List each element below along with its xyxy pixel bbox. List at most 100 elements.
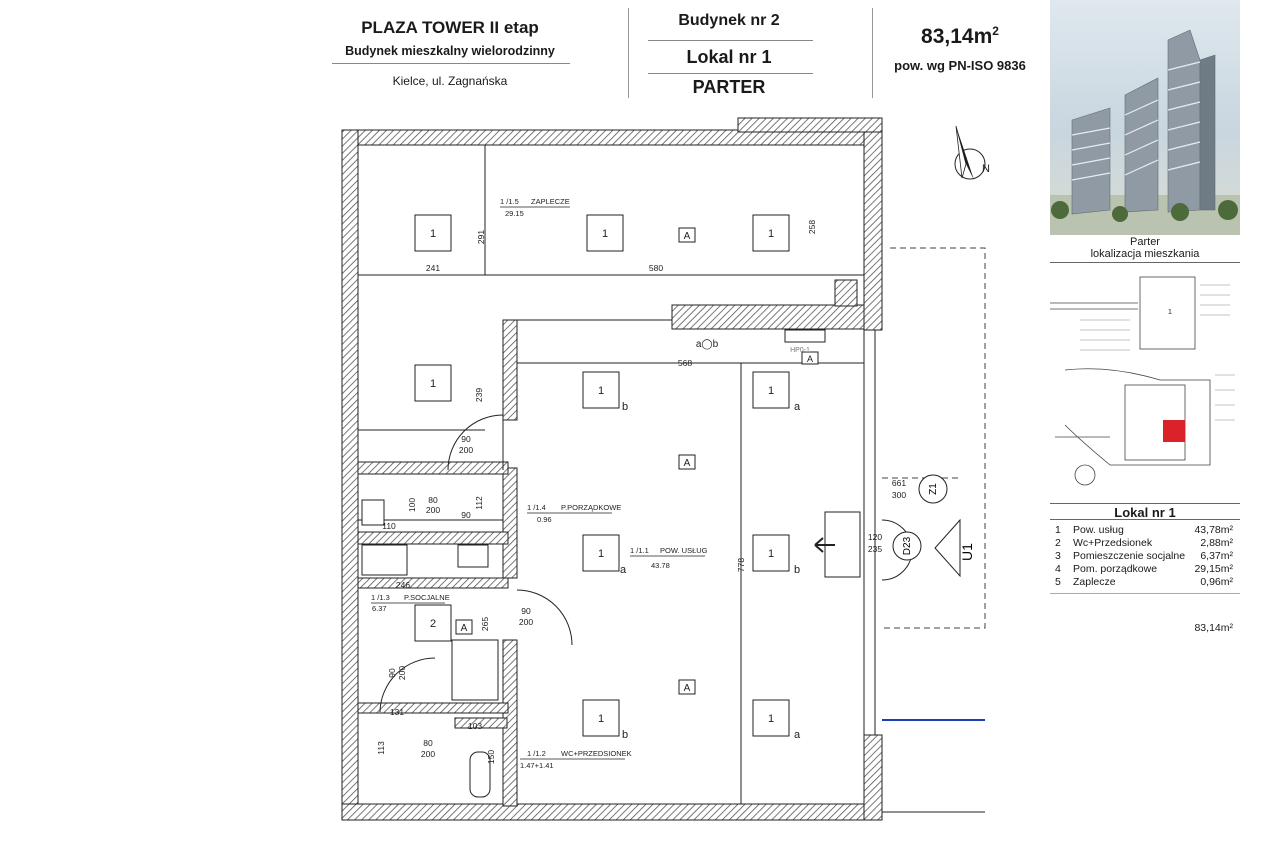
room-number: 1 <box>768 548 774 560</box>
room-number: 2 <box>430 618 436 630</box>
location-title: Parter <box>1130 236 1160 248</box>
mark-b: b <box>794 564 800 576</box>
door-marker <box>892 531 922 561</box>
site-building-number: 1 <box>1168 309 1172 316</box>
dim-label: 80 <box>423 738 433 748</box>
dim-label: 235 <box>868 544 882 554</box>
mark-a: a <box>620 564 627 576</box>
dim-label: 265 <box>480 617 490 631</box>
mark-a: a <box>794 729 801 741</box>
mark-b: b <box>622 401 628 413</box>
dim-label: 580 <box>649 263 663 273</box>
dim-label: 241 <box>426 263 440 273</box>
mark-A: A <box>684 683 691 694</box>
dim-label: 661 <box>892 478 906 488</box>
entry-triangle <box>934 518 961 578</box>
room-name: POW. USŁUG <box>660 546 708 555</box>
unit-highlight <box>1163 420 1185 442</box>
dim-label: 150 <box>486 750 496 764</box>
room-number: 1 <box>598 385 604 397</box>
dim-label: 131 <box>390 707 404 717</box>
outer-walls <box>341 117 883 821</box>
dim-label: 258 <box>807 220 817 234</box>
area-standard: pow. wg PN-ISO 9836 <box>894 58 1026 73</box>
mark-hp: HP0-1 <box>790 347 810 354</box>
dim-label: 90 <box>461 510 471 520</box>
dim-label: 80 <box>428 495 438 505</box>
room-area: 43.78 <box>651 561 670 570</box>
legend-item: 4 Pom. porządkowe 29,15m² <box>1055 563 1233 575</box>
mark-a: a <box>794 401 801 413</box>
legend-item: 5 Zaplecze 0,96m² <box>1055 576 1233 588</box>
mark-b: b <box>622 729 628 741</box>
mark-u1: U1 <box>959 543 975 561</box>
dim-label: 120 <box>868 532 882 542</box>
room-area: 29.15 <box>505 209 524 218</box>
room-name: ZAPLECZE <box>531 197 570 206</box>
location-subtitle: lokalizacja mieszkania <box>1090 248 1200 260</box>
mark-d23: D23 <box>902 536 913 555</box>
room-number: 1 <box>430 378 436 390</box>
building-render-image <box>1050 0 1240 235</box>
room-no: 1 /1.3 <box>371 593 390 602</box>
room-area: 6.37 <box>372 604 387 613</box>
room-number: 1 <box>768 385 774 397</box>
mark-A: A <box>684 231 691 242</box>
room-number: 1 <box>598 548 604 560</box>
project-address: Kielce, ul. Zagnańska <box>392 74 508 88</box>
room-number: 1 <box>598 713 604 725</box>
unit-number: Lokal nr 1 <box>686 47 772 67</box>
compass-north-label: N <box>982 163 990 175</box>
legend-total: 83,14m² <box>1194 622 1233 634</box>
dim-label: 200 <box>459 445 473 455</box>
dim-label: 112 <box>474 496 484 510</box>
divider <box>628 8 629 98</box>
room-no: 1 /1.1 <box>630 546 649 555</box>
mark-z1: Z1 <box>928 483 939 495</box>
legend-title: Lokal nr 1 <box>1114 505 1176 520</box>
divider <box>1050 593 1240 594</box>
divider <box>1050 262 1240 263</box>
unit-area: 83,14m2 <box>921 24 999 48</box>
legend-item: 3 Pomieszczenie socjalne 6,37m² <box>1055 550 1233 562</box>
dim-label: 246 <box>396 580 410 590</box>
divider <box>648 73 813 74</box>
building-number: Budynek nr 2 <box>678 12 780 29</box>
room-no: 1 /1.4 <box>527 503 546 512</box>
dim-label: 200 <box>397 666 407 680</box>
divider <box>872 8 873 98</box>
project-subtitle: Budynek mieszkalny wielorodzinny <box>345 44 555 58</box>
inner-walls <box>357 279 865 807</box>
site-map: 1 <box>1050 276 1235 486</box>
legend-item: 2 Wc+Przedsionek 2,88m² <box>1055 537 1233 549</box>
compass-icon: N <box>954 125 990 180</box>
room-name: P.SOCJALNE <box>404 593 450 602</box>
dim-label: 90 <box>387 668 397 678</box>
room-name: WC+PRZEDSIONEK <box>561 749 632 758</box>
dim-label: 113 <box>376 741 386 755</box>
dim-label: 291 <box>476 230 486 244</box>
room-no: 1 /1.5 <box>500 197 519 206</box>
zone-marker <box>918 474 948 504</box>
dim-label: 300 <box>892 490 906 500</box>
room-number: 1 <box>602 228 608 240</box>
room-markers <box>414 214 819 737</box>
legend-item: 1 Pow. usług 43,78m² <box>1055 524 1233 536</box>
divider <box>1050 519 1240 520</box>
dim-label: 778 <box>736 558 746 572</box>
floor-plan: 1 1 1 1 1 1 1 1 1 1 2 A A A A A b a a b … <box>341 117 986 821</box>
divider <box>332 63 570 64</box>
mark-A: A <box>684 458 691 469</box>
project-title: PLAZA TOWER II etap <box>361 18 539 37</box>
dim-label: 90 <box>461 434 471 444</box>
room-area: 1.47+1.41 <box>520 761 554 770</box>
room-name: P.PORZĄDKOWE <box>561 503 621 512</box>
dim-label: 200 <box>519 617 533 627</box>
room-number: 1 <box>768 713 774 725</box>
room-number: 1 <box>430 228 436 240</box>
dim-label: 568 <box>678 358 692 368</box>
room-number: 1 <box>768 228 774 240</box>
dim-label: 200 <box>421 749 435 759</box>
divider <box>1050 503 1240 504</box>
floor-name: PARTER <box>692 77 766 97</box>
